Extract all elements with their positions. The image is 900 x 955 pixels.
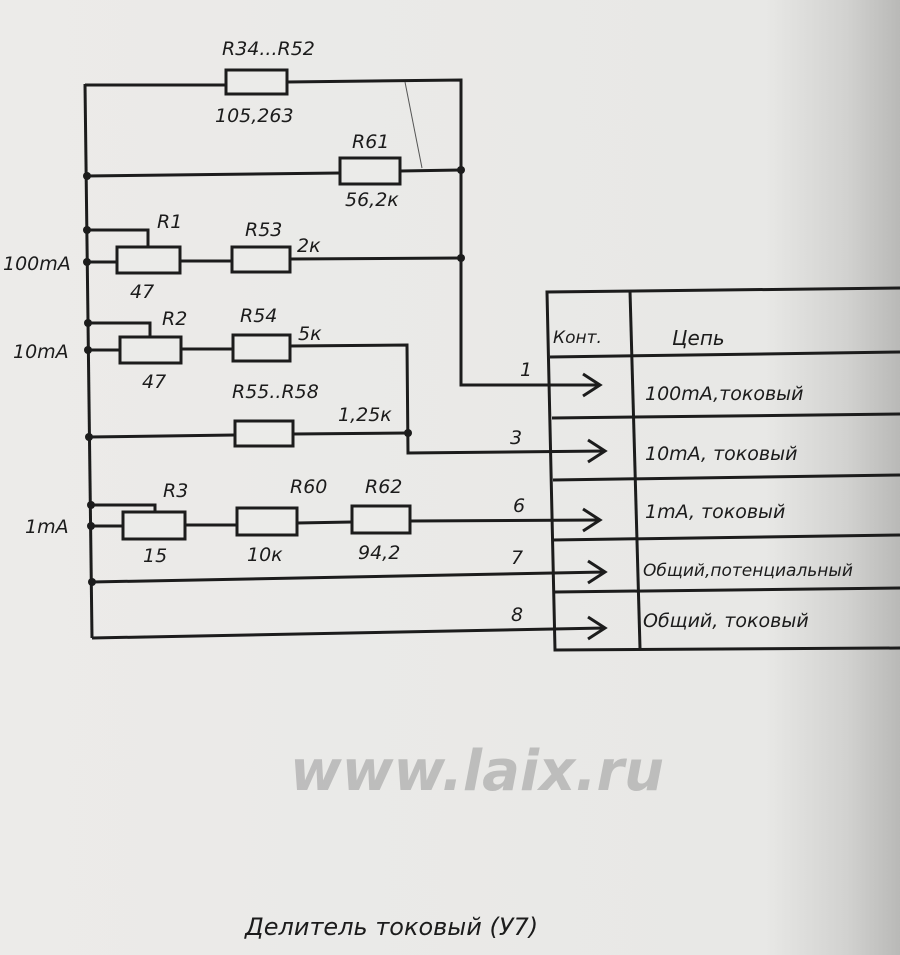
resistor-r55-r58 <box>233 419 295 448</box>
resistor-r54 <box>231 333 292 363</box>
junction-dots <box>83 166 465 586</box>
r3-value: 15 <box>143 545 167 567</box>
wire-number-7: 7 <box>511 547 523 569</box>
table-row-7: Общий,потенциальный <box>643 561 853 581</box>
r34-value: 105,263 <box>215 105 294 127</box>
resistor-r62 <box>350 504 412 535</box>
connector-arrows <box>582 372 608 641</box>
contact-table: Конт. Цепь 100mA,токовый 10mA, токовый 1… <box>545 286 900 652</box>
wire-number-1: 1 <box>520 359 532 381</box>
r54-value: 5к <box>298 323 322 345</box>
r55-value: 1,25к <box>338 404 392 426</box>
r61-value: 56,2к <box>345 189 399 211</box>
table-header-circuit: Цепь <box>672 326 725 350</box>
r55-label: R55..R58 <box>232 381 319 403</box>
r2-value: 47 <box>142 371 166 393</box>
resistor-r1 <box>115 245 182 275</box>
r62-value: 94,2 <box>358 542 400 564</box>
table-row-6: 1mA, токовый <box>645 501 785 523</box>
pencil-mark <box>404 81 423 169</box>
r62-label: R62 <box>365 476 402 498</box>
resistor-r3 <box>121 510 187 541</box>
r61-label: R61 <box>352 131 389 153</box>
r2-label: R2 <box>162 308 187 330</box>
r1-label: R1 <box>157 211 182 233</box>
r1-value: 47 <box>130 281 154 303</box>
watermark: www.laix.ru <box>290 739 664 804</box>
resistor-r60 <box>235 506 299 537</box>
resistor-r34-r52 <box>224 68 289 96</box>
wire-number-8: 8 <box>511 604 523 626</box>
r60-value: 10к <box>247 544 283 566</box>
table-row-3: 10mA, токовый <box>645 443 797 465</box>
wire-number-6: 6 <box>513 495 525 517</box>
r3-label: R3 <box>163 480 188 502</box>
r54-label: R54 <box>240 305 277 327</box>
wire-number-3: 3 <box>510 427 522 449</box>
r60-label: R60 <box>290 476 327 498</box>
r34-label: R34...R52 <box>222 38 315 60</box>
resistor-r61 <box>338 156 402 186</box>
input-100ma-label: 100mA <box>3 253 71 275</box>
resistor-r53 <box>230 245 292 274</box>
input-10ma-label: 10mA <box>13 341 69 363</box>
r53-value: 2к <box>297 235 321 257</box>
table-header-contact: Конт. <box>553 328 602 348</box>
input-1ma-label: 1mA <box>25 516 69 538</box>
wires <box>83 78 606 640</box>
table-row-1: 100mA,токовый <box>645 383 804 405</box>
table-row-8: Общий, токовый <box>643 610 809 632</box>
caption: Делитель токовый (У7) <box>244 913 538 941</box>
resistor-r2 <box>118 335 183 365</box>
r53-label: R53 <box>245 219 282 241</box>
